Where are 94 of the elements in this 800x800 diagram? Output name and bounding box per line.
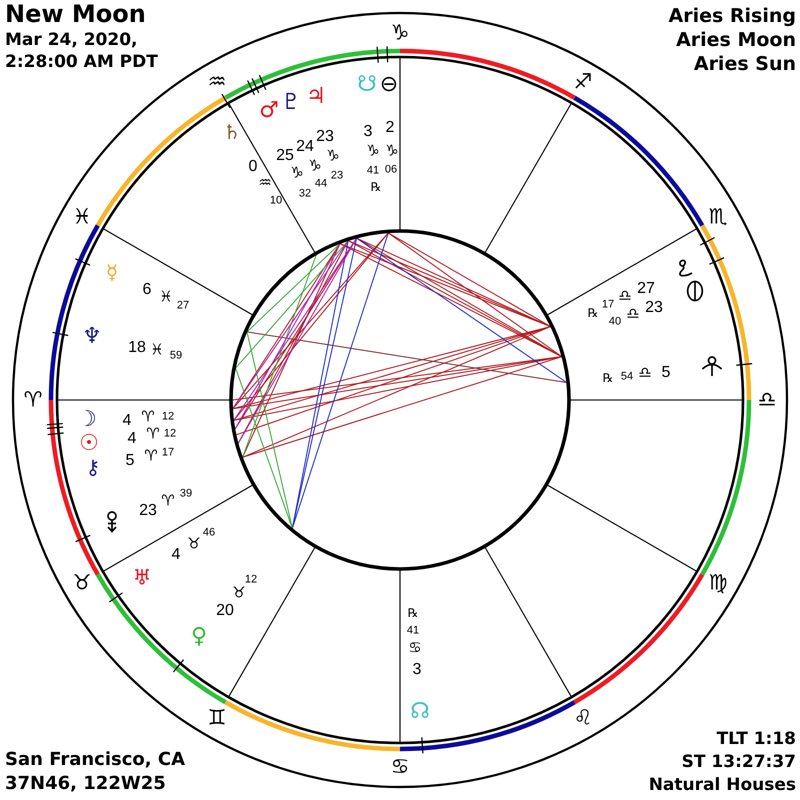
planet-symbol: ☿	[106, 262, 118, 282]
degree-number: 27	[637, 281, 655, 297]
sign-summary: Aries Sun	[694, 52, 796, 77]
sign-symbol: ♋	[408, 640, 422, 656]
degree-number: 4	[128, 431, 136, 447]
sign-symbol: ♉	[232, 586, 246, 600]
retrograde-symbol: ℞	[602, 372, 614, 384]
minute-number: 17	[602, 300, 614, 310]
planet-symbol: ⚷	[86, 457, 100, 477]
chart-title: New Moon	[5, 0, 146, 29]
minute-number: 17	[162, 448, 174, 458]
zodiac-sign-symbol: ♒	[208, 72, 226, 92]
date-time: Mar 24, 2020, 2:28:00 AM PDT	[5, 29, 159, 74]
degree-number: 5	[126, 453, 134, 469]
sign-symbol: ♈	[144, 448, 158, 464]
retrograde-symbol: ℞	[370, 181, 382, 193]
minute-number: 12	[164, 428, 176, 440]
planet-symbol: ♆	[82, 326, 102, 348]
sign-symbol: ♓	[159, 290, 173, 304]
zodiac-sign-symbol: ♑	[390, 22, 410, 44]
minute-number: 12	[162, 412, 174, 422]
degree-number: 18	[128, 340, 146, 356]
planet-symbol: ♂	[259, 100, 279, 122]
degree-number: 24	[296, 139, 314, 155]
degree-number: 5	[662, 365, 670, 381]
minute-number: 41	[406, 626, 420, 636]
time-info: ST 13:27:37	[682, 751, 796, 774]
degree-number: 25	[276, 148, 294, 164]
sign-symbol: ♑	[290, 166, 304, 180]
zodiac-sign-symbol: ♐	[574, 72, 592, 92]
location-name: San Francisco, CA	[5, 748, 186, 772]
sign-symbol: ♎	[626, 306, 640, 322]
zodiac-sign-symbol: ♓	[72, 206, 92, 228]
degree-number: 23	[139, 503, 157, 519]
zodiac-sign-symbol: ♌	[574, 708, 592, 728]
degree-number: 23	[316, 129, 334, 145]
sign-symbol: ♈	[161, 494, 175, 508]
sign-symbol: ♓	[150, 342, 164, 358]
degree-number: 20	[216, 603, 234, 619]
planet-symbol: ♀	[190, 626, 208, 648]
minute-number: 40	[608, 316, 622, 328]
zodiac-sign-symbol: ♏	[708, 206, 728, 228]
sign-symbol: ♑	[366, 144, 380, 158]
planet-symbol: ♄	[223, 122, 241, 142]
zodiac-sign-symbol: ♉	[72, 572, 92, 594]
zodiac-sign-symbol: ♍	[708, 572, 728, 594]
minute-number: 10	[270, 196, 282, 206]
planet-symbol: ☉	[79, 433, 99, 455]
sign-symbol: ♑	[385, 144, 399, 158]
minute-number: 59	[170, 350, 182, 362]
coordinates: 37N46, 122W25	[5, 772, 166, 796]
sign-symbol: ♉	[187, 536, 201, 552]
degree-number: 6	[142, 282, 152, 298]
degree-number: 3	[412, 662, 422, 678]
planet-symbol: ⊖	[380, 74, 398, 96]
retrograde-symbol: ℞	[408, 607, 418, 619]
minute-number: 12	[244, 574, 258, 586]
house-system: Natural Houses	[648, 774, 796, 796]
minute-number: 54	[620, 372, 634, 382]
sign-symbol: ♑	[308, 158, 322, 174]
time-info: TLT 1:18	[716, 728, 796, 750]
degree-number: 0	[248, 159, 258, 175]
planet-symbol: ☊	[410, 701, 430, 723]
minute-number: 06	[384, 164, 398, 176]
zodiac-sign-symbol: ♎	[758, 390, 776, 410]
sign-summary: Aries Moon	[676, 28, 796, 53]
sign-symbol: ♈	[146, 426, 160, 442]
degree-number: 2	[386, 120, 394, 136]
zodiac-sign-symbol: ♊	[208, 708, 226, 728]
minute-number: 39	[180, 488, 192, 500]
sign-symbol: ♒	[258, 176, 272, 190]
degree-number: 23	[645, 300, 663, 316]
zodiac-sign-symbol: ♋	[390, 756, 410, 778]
planet-symbol: ♇	[281, 92, 301, 114]
planet-symbol: ☽	[77, 409, 97, 431]
minute-number: 32	[298, 188, 312, 200]
minute-number: 44	[314, 178, 328, 190]
minute-number: 23	[330, 170, 344, 182]
planet-symbol: ♃	[306, 86, 326, 108]
minute-number: 46	[202, 528, 216, 538]
retrograde-symbol: ℞	[588, 307, 598, 319]
sign-symbol: ♎	[618, 288, 632, 304]
planet-symbol: ♅	[132, 568, 152, 588]
minute-number: 41	[366, 166, 380, 176]
degree-number: 4	[122, 413, 132, 429]
sign-symbol: ♈	[141, 410, 155, 424]
planet-symbol: ☋	[357, 74, 377, 96]
sign-summary: Aries Rising	[668, 4, 796, 29]
degree-number: 3	[364, 124, 372, 140]
minute-number: 27	[176, 300, 190, 312]
zodiac-sign-symbol: ♈	[24, 390, 42, 410]
sign-symbol: ♎	[638, 366, 652, 380]
sign-symbol: ♑	[326, 148, 340, 164]
degree-number: 4	[172, 547, 180, 563]
